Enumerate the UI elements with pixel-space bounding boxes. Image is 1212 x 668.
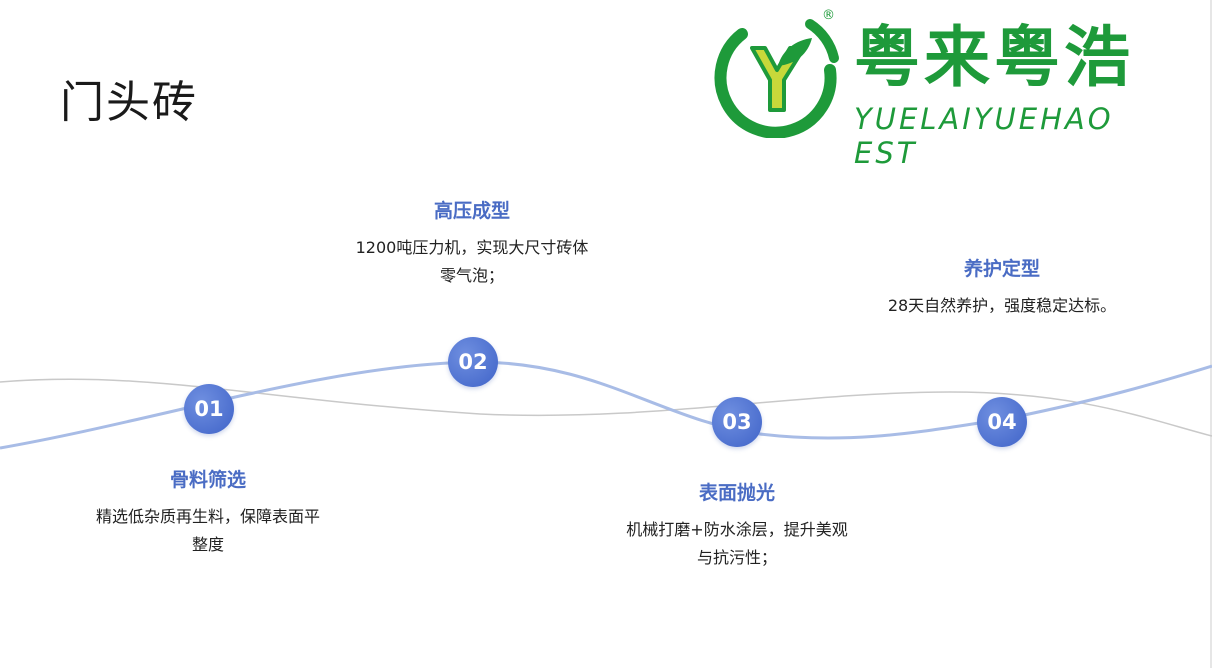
- registered-mark: ®: [822, 8, 835, 23]
- logo-subtitle: YUELAIYUEHAO EST: [854, 102, 1114, 170]
- step-02-desc-line2: 零气泡；: [439, 266, 504, 285]
- step-01-desc-line2: 整度: [191, 535, 224, 554]
- step-03-desc-line2: 与抗污性；: [696, 548, 777, 567]
- blue-wave-line: [0, 360, 1212, 450]
- page-title: 门头砖: [60, 77, 198, 128]
- step-04-title: 养护定型: [963, 258, 1040, 280]
- step-03-desc: 机械打磨+防水涂层，提升美观 与抗污性；: [587, 516, 887, 572]
- leaf-y-emblem-icon: [714, 19, 839, 138]
- step-04-circle: 04: [977, 397, 1027, 447]
- step-01-title: 骨料筛选: [169, 469, 246, 491]
- company-logo: ® 粤来粤浩 YUELAIYUEHAO EST: [712, 8, 1162, 170]
- step-04-desc-line1: 28天自然养护，强度稳定达标。: [887, 296, 1117, 315]
- step-03-circle: 03: [712, 397, 762, 447]
- step-03-title: 表面抛光: [698, 482, 775, 504]
- step-01-desc-line1: 精选低杂质再生料，保障表面平: [95, 507, 320, 526]
- logo-name: 粤来粤浩: [854, 19, 1134, 96]
- step-02-title: 高压成型: [433, 200, 510, 222]
- step-02-circle: 02: [448, 337, 498, 387]
- step-03-desc-line1: 机械打磨+防水涂层，提升美观: [626, 520, 848, 539]
- step-02-desc-line1: 1200吨压力机，实现大尺寸砖体: [355, 238, 589, 257]
- step-02-desc: 1200吨压力机，实现大尺寸砖体 零气泡；: [322, 234, 622, 290]
- page-edge: [1210, 0, 1212, 668]
- step-04-desc: 28天自然养护，强度稳定达标。: [852, 292, 1152, 320]
- step-01-desc: 精选低杂质再生料，保障表面平 整度: [58, 503, 358, 559]
- step-01-circle: 01: [184, 384, 234, 434]
